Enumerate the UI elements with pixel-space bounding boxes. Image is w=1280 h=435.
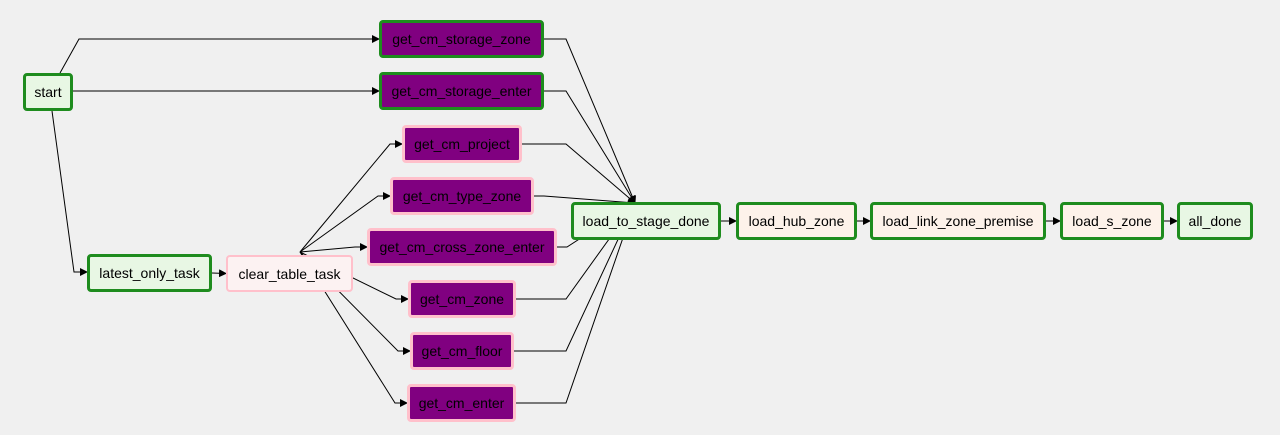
- edge-latest_only_task-to-clear_table_task: [211, 269, 227, 278]
- node-label: load_to_stage_done: [582, 213, 710, 229]
- node-label: get_cm_type_zone: [402, 188, 522, 204]
- node-load-s-zone[interactable]: load_s_zone: [1060, 202, 1164, 240]
- node-label: load_link_zone_premise: [882, 213, 1034, 229]
- node-start[interactable]: start: [23, 73, 73, 111]
- edge-clear_table_task-to-get_cm_project: [299, 140, 403, 253]
- node-label: get_cm_storage_enter: [391, 83, 532, 99]
- node-label: all_done: [1188, 213, 1242, 229]
- node-label: latest_only_task: [99, 265, 200, 281]
- node-get-cm-storage-zone[interactable]: get_cm_storage_zone: [379, 20, 544, 58]
- node-get-cm-cross-zone-enter[interactable]: get_cm_cross_zone_enter: [367, 228, 557, 266]
- node-label: clear_table_task: [238, 265, 341, 282]
- node-get-cm-enter[interactable]: get_cm_enter: [407, 384, 516, 422]
- edge-get_cm_project-to-load_to_stage_done: [522, 143, 636, 204]
- node-load-link-zone-premise[interactable]: load_link_zone_premise: [870, 202, 1046, 240]
- node-label: load_s_zone: [1072, 213, 1152, 229]
- node-label: get_cm_storage_zone: [392, 31, 531, 47]
- node-label: start: [34, 84, 62, 100]
- edge-start-to-get_cm_storage_zone: [59, 35, 380, 74]
- node-get-cm-storage-enter[interactable]: get_cm_storage_enter: [379, 72, 544, 110]
- node-label: load_hub_zone: [748, 213, 845, 229]
- node-label: get_cm_cross_zone_enter: [379, 239, 545, 255]
- node-get-cm-floor[interactable]: get_cm_floor: [410, 332, 514, 370]
- edge-clear_table_task-to-get_cm_enter: [299, 251, 408, 407]
- node-latest-only-task[interactable]: latest_only_task: [87, 254, 212, 292]
- node-label: get_cm_enter: [418, 395, 505, 411]
- edge-clear_table_task-to-get_cm_type_zone: [299, 192, 391, 253]
- node-load-to-stage-done[interactable]: load_to_stage_done: [571, 202, 721, 240]
- node-get-cm-type-zone[interactable]: get_cm_type_zone: [390, 177, 534, 215]
- edge-get_cm_storage_zone-to-load_to_stage_done: [544, 38, 636, 204]
- node-clear-table-task[interactable]: clear_table_task: [226, 255, 353, 292]
- node-label: get_cm_floor: [421, 343, 503, 359]
- edge-get_cm_floor-to-load_to_stage_done: [514, 202, 636, 352]
- edge-clear_table_task-to-get_cm_cross_zone_enter: [299, 243, 368, 253]
- edge-start-to-latest_only_task: [51, 110, 88, 276]
- node-all-done[interactable]: all_done: [1177, 202, 1253, 240]
- edge-get_cm_enter-to-load_to_stage_done: [516, 202, 637, 404]
- node-get-cm-zone[interactable]: get_cm_zone: [408, 280, 516, 318]
- edge-get_cm_type_zone-to-load_to_stage_done: [534, 195, 636, 207]
- edge-get_cm_storage_enter-to-load_to_stage_done: [544, 90, 636, 204]
- node-label: get_cm_project: [414, 136, 510, 152]
- node-get-cm-project[interactable]: get_cm_project: [402, 125, 522, 163]
- node-load-hub-zone[interactable]: load_hub_zone: [736, 202, 857, 240]
- node-label: get_cm_zone: [419, 291, 505, 307]
